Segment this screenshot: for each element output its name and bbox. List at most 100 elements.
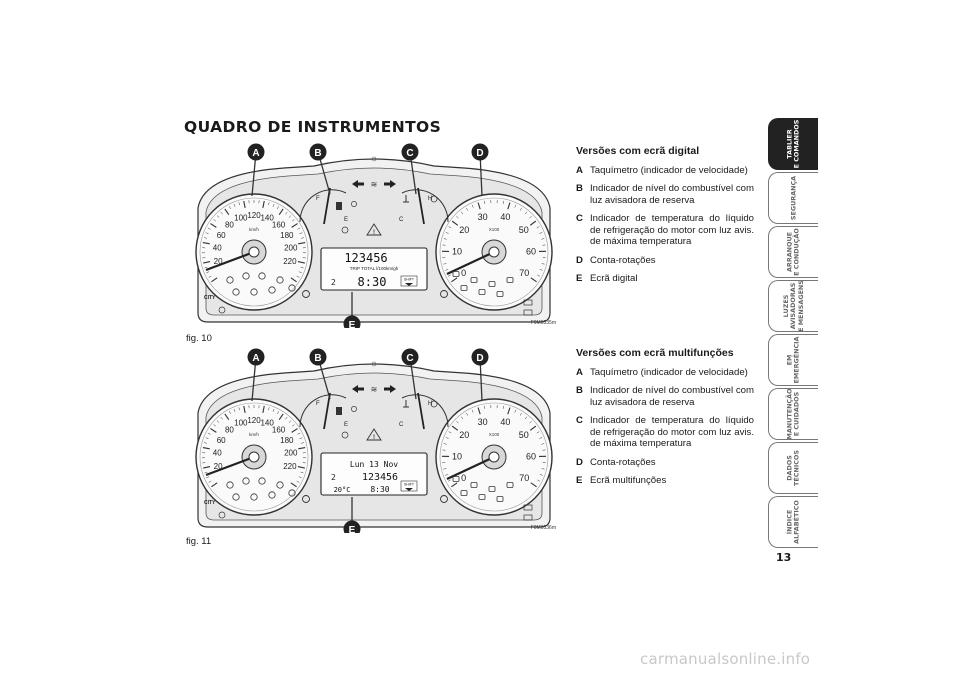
tachometer-tick — [443, 263, 447, 265]
speedometer-tick — [211, 482, 218, 488]
tachometer-tick — [445, 474, 449, 476]
turn-left-icon — [352, 385, 364, 393]
tachometer-tick-label: 70 — [519, 268, 529, 278]
tab-label: ÍNDICE ALFABÉTICO — [785, 500, 801, 544]
speedometer-tick — [229, 411, 231, 415]
fuel-reserve-warning-icon — [341, 226, 349, 234]
tab-luzes-avisadoras[interactable]: LUZES AVISADORAS E MENSAGENS — [768, 280, 818, 332]
coolant-temp-icon — [403, 400, 409, 408]
tab-em-emergencia[interactable]: EM EMERGÊNCIA — [768, 334, 818, 386]
temp-cold-label: C — [399, 422, 404, 428]
warning-light-icon — [242, 272, 250, 280]
speedometer-tick — [208, 480, 212, 483]
tab-label: MANUTENÇÃO E CUIDADOS — [785, 388, 801, 440]
speedometer-tick — [288, 215, 292, 218]
speedometer-tick-label: 200 — [284, 244, 298, 253]
speedometer-tick — [243, 200, 246, 208]
callout-letter: E — [349, 525, 356, 533]
legend-text: Taquímetro (indicador de velocidade) — [590, 164, 748, 176]
speedometer-tick — [299, 437, 303, 440]
temp-needle — [417, 392, 425, 430]
speedometer-tick — [204, 266, 208, 269]
callout-letter: B — [314, 353, 321, 364]
tachometer-tick — [445, 232, 449, 234]
speedometer-tick — [207, 432, 211, 435]
speedometer-tick — [291, 428, 298, 433]
speedometer-tick — [299, 232, 303, 235]
speedometer-tick — [298, 476, 302, 479]
tachometer-tick-label: 10 — [452, 452, 462, 462]
tab-indice-alfabetico[interactable]: ÍNDICE ALFABÉTICO — [768, 496, 818, 548]
rear-fog-icon — [302, 495, 310, 503]
warning-light-icon — [258, 272, 266, 280]
callout-letter: C — [406, 148, 413, 159]
speedometer-tick — [238, 407, 240, 411]
fuel-full-label: F — [316, 401, 320, 407]
speedometer-tick — [229, 206, 231, 210]
tachometer-tick — [502, 200, 504, 204]
speedometer-tick — [210, 428, 217, 433]
speedometer-tick — [203, 442, 207, 444]
temp-gauge-arc — [401, 189, 449, 223]
tachometer-tick — [456, 215, 459, 219]
speedometer-ring — [199, 402, 309, 512]
speedometer-tick — [272, 408, 275, 412]
temp-hot-label: H — [428, 196, 432, 202]
tachometer-tick-label: 10 — [452, 247, 462, 257]
front-fog-icon — [440, 495, 448, 503]
rear-defrost-icon — [523, 504, 533, 511]
warning-light-icon — [460, 285, 468, 291]
tachometer-tick — [451, 425, 459, 431]
speedometer-tick — [277, 206, 279, 210]
warning-light-icon — [242, 477, 250, 485]
lcd-display — [320, 452, 428, 496]
tab-arranque-e-conducao[interactable]: ARRANQUE E CONDUÇÃO — [768, 226, 818, 278]
tachometer-tick — [541, 238, 545, 240]
tab-dados-tecnicos[interactable]: DADOS TÉCNICOS — [768, 442, 818, 494]
temp-warning-icon — [430, 195, 438, 203]
tachometer-tick — [529, 220, 537, 226]
speedometer-tick — [300, 266, 304, 269]
speedometer-tick — [288, 420, 292, 423]
tachometer-tick — [466, 412, 469, 416]
tachometer-tick — [539, 269, 543, 271]
tab-seguranca[interactable]: SEGURANÇA — [768, 172, 818, 224]
tachometer-tick — [502, 405, 504, 409]
speedometer-unit: km/h — [249, 227, 259, 232]
turn-left-icon — [352, 180, 364, 188]
tab-manutencao[interactable]: MANUTENÇÃO E CUIDADOS — [768, 388, 818, 440]
tab-tablier-e-comandos[interactable]: TABLIER E COMANDOS — [768, 118, 818, 170]
tachometer-tick — [519, 207, 522, 211]
speedometer-tick — [296, 480, 300, 483]
warning-light-icon — [470, 277, 478, 283]
temp-cold-label: C — [399, 217, 404, 223]
speedometer-tick — [272, 203, 275, 207]
tachometer-tick — [447, 274, 451, 277]
tachometer-tick — [530, 277, 537, 283]
low-beam-icon — [351, 406, 357, 412]
callout-badge — [471, 348, 489, 366]
tachometer-tick — [460, 211, 464, 215]
speedometer-tick — [277, 411, 279, 415]
tachometer-tick-label: 50 — [519, 225, 529, 235]
warning-light-icon — [506, 277, 514, 283]
tachometer-tick-label: 30 — [478, 212, 488, 222]
speedometer-tick — [220, 416, 223, 420]
tachometer-tick — [539, 232, 543, 234]
tab-label: SEGURANÇA — [788, 175, 797, 221]
callout-badge — [401, 143, 419, 161]
speedometer-tick — [298, 242, 306, 245]
tachometer-tick-label: 60 — [526, 452, 536, 462]
legend-text: Indicador de nível do combustível com lu… — [590, 385, 754, 408]
tachometer-tick — [471, 409, 474, 413]
tachometer-tick — [539, 474, 543, 476]
speedometer-tick — [290, 482, 297, 488]
tachometer-tick — [541, 263, 545, 265]
